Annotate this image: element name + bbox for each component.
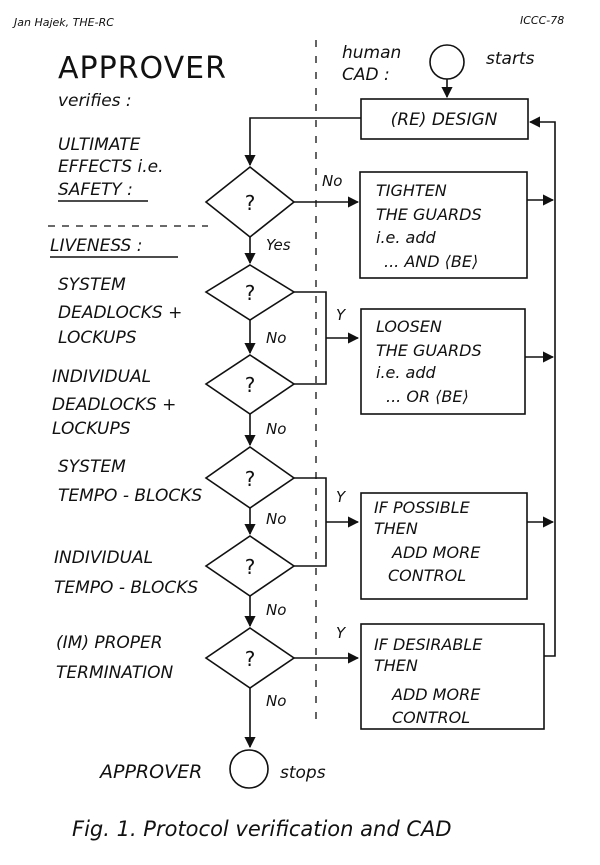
label-ultimate-2: EFFECTS i.e. <box>58 157 163 177</box>
label-sys-deadlocks-1: SYSTEM <box>58 275 126 295</box>
label-liveness: LIVENESS : <box>50 236 142 256</box>
answer-sys-tempo-no: No <box>266 510 286 528</box>
decision-sys-deadlocks-symbol: ? <box>245 281 256 305</box>
loosen-line-3: i.e. add <box>376 363 437 382</box>
approver-end-label: APPROVER <box>98 761 202 783</box>
if-possible-line-3: ADD MORE <box>391 543 481 562</box>
label-ind-deadlocks-3: LOCKUPS <box>52 419 131 439</box>
label-safety: SAFETY : <box>58 180 133 200</box>
label-sys-deadlocks-2: DEADLOCKS + <box>58 303 182 323</box>
if-possible-box <box>360 492 528 600</box>
answer-deadlocks-y: Y <box>336 306 347 324</box>
answer-sys-deadlocks-no: No <box>266 329 286 347</box>
label-sys-tempo-1: SYSTEM <box>58 457 126 477</box>
if-desirable-line-3: ADD MORE <box>391 685 481 704</box>
if-possible-line-4: CONTROL <box>388 566 466 585</box>
decision-ind-deadlocks-symbol: ? <box>245 373 256 397</box>
tighten-line-3: i.e. add <box>376 228 437 247</box>
if-possible-line-1: IF POSSIBLE <box>374 498 471 517</box>
stop-terminal <box>229 749 269 789</box>
loosen-line-1: LOOSEN <box>376 317 442 336</box>
if-desirable-line-1: IF DESIRABLE <box>374 635 483 654</box>
tighten-line-2: THE GUARDS <box>376 205 482 224</box>
start-terminal <box>429 44 465 80</box>
if-desirable-line-2: THEN <box>374 656 418 675</box>
stops-label: stops <box>280 763 326 783</box>
label-ultimate-1: ULTIMATE <box>58 135 141 155</box>
approver-subtitle: verifies : <box>58 91 132 111</box>
loosen-box <box>360 308 526 415</box>
if-desirable-box <box>360 623 545 730</box>
decision-termination-symbol: ? <box>245 647 256 671</box>
cad-label: CAD : <box>342 65 390 85</box>
figure-caption: Fig. 1. Protocol verification and CAD <box>72 817 452 841</box>
answer-termination-y: Y <box>336 624 347 642</box>
label-sys-tempo-2: TEMPO - BLOCKS <box>58 486 202 506</box>
approver-title: APPROVER <box>58 51 227 86</box>
answer-safety-no: No <box>322 172 342 190</box>
label-sys-deadlocks-3: LOCKUPS <box>58 328 137 348</box>
author-label: Jan Hajek, THE-RC <box>12 16 114 29</box>
if-desirable-line-4: CONTROL <box>392 708 470 727</box>
answer-ind-deadlocks-no: No <box>266 420 286 438</box>
label-ind-deadlocks-1: INDIVIDUAL <box>52 367 151 387</box>
redesign-box <box>360 98 529 140</box>
label-termination-2: TERMINATION <box>56 663 174 683</box>
decision-ind-tempo-symbol: ? <box>245 555 256 579</box>
starts-label: starts <box>486 49 535 69</box>
loosen-line-4: ... OR ⟨BE⟩ <box>386 387 469 406</box>
venue-label: ICCC-78 <box>520 14 564 27</box>
answer-tempo-y: Y <box>336 488 347 506</box>
answer-safety-yes: Yes <box>266 236 291 254</box>
decision-sys-tempo-symbol: ? <box>245 467 256 491</box>
answer-termination-no: No <box>266 692 286 710</box>
tighten-box <box>359 171 528 279</box>
label-termination-1: (IM) PROPER <box>56 633 163 653</box>
tighten-line-1: TIGHTEN <box>376 181 447 200</box>
label-ind-tempo-1: INDIVIDUAL <box>54 548 153 568</box>
if-possible-line-2: THEN <box>374 519 418 538</box>
loosen-line-2: THE GUARDS <box>376 341 482 360</box>
label-ind-deadlocks-2: DEADLOCKS + <box>52 395 176 415</box>
label-ind-tempo-2: TEMPO - BLOCKS <box>54 578 198 598</box>
decision-safety-symbol: ? <box>245 191 256 215</box>
human-label: human <box>342 43 401 63</box>
redesign-label: (RE) DESIGN <box>391 110 498 130</box>
answer-ind-tempo-no: No <box>266 601 286 619</box>
tighten-line-4: ... AND ⟨BE⟩ <box>384 252 478 271</box>
